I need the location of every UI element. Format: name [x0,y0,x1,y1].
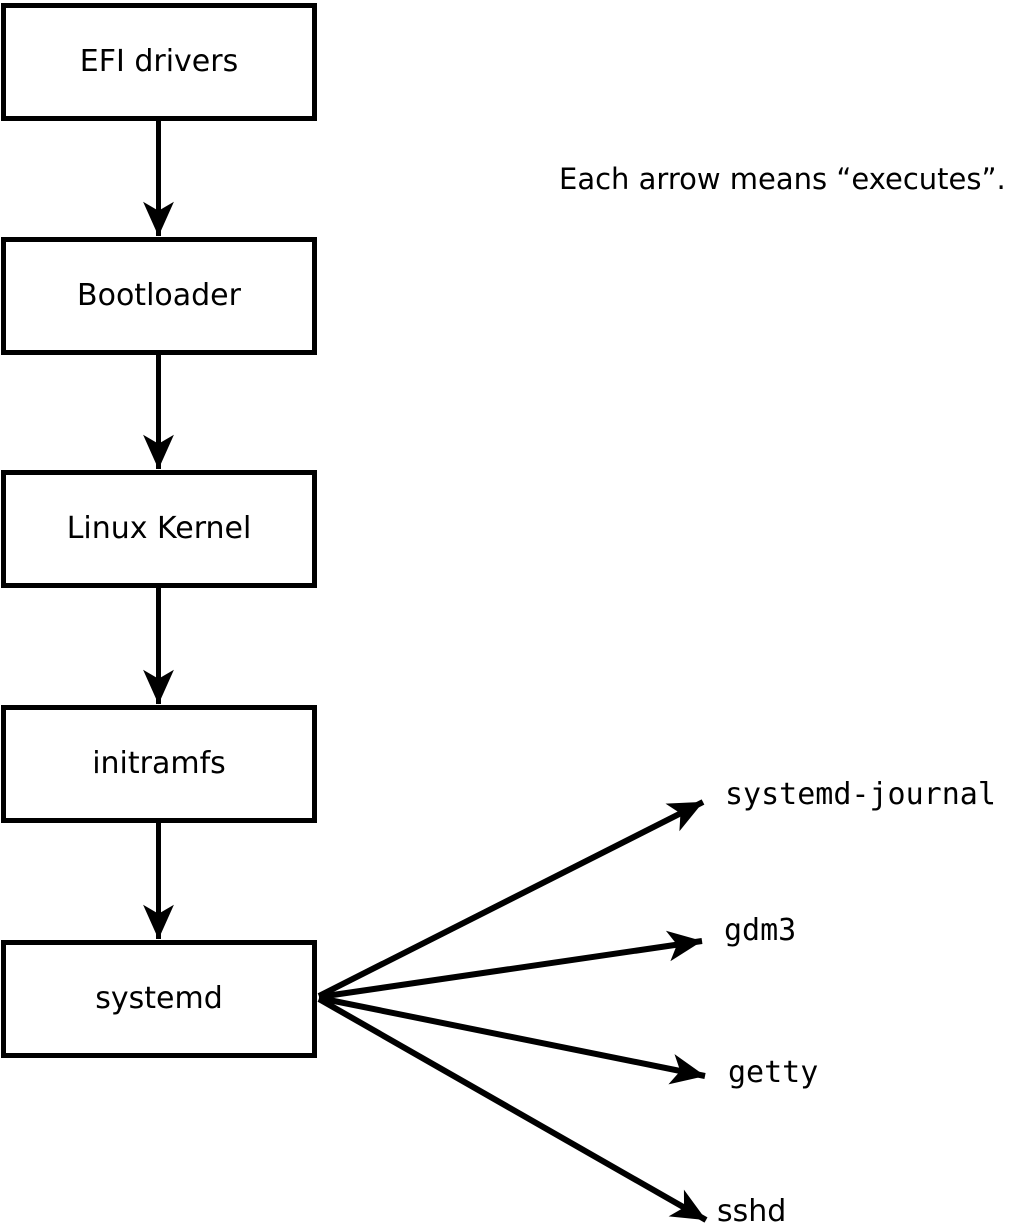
arrow-systemd-to-getty [318,995,706,1085]
box-bootloader: Bootloader [1,237,317,355]
note-arrow-meaning: Each arrow means “executes”. [559,162,1006,196]
arrow-systemd-to-journal [317,799,705,999]
box-linux-kernel-label: Linux Kernel [66,511,252,546]
box-efi-drivers: EFI drivers [1,3,317,121]
box-efi-drivers-label: EFI drivers [79,44,239,79]
label-getty: getty [728,1055,819,1090]
arrow-systemd-to-gdm3 [318,930,703,1000]
box-initramfs-label: initramfs [92,746,226,781]
box-linux-kernel: Linux Kernel [1,470,317,588]
box-systemd-label: systemd [95,981,223,1016]
arrow-systemd-to-sshd [317,996,708,1223]
label-gdm3: gdm3 [724,913,797,948]
box-bootloader-label: Bootloader [77,278,241,313]
label-systemd-journal: systemd-journal [725,777,996,812]
box-initramfs: initramfs [1,705,317,823]
label-sshd: sshd [717,1194,787,1229]
box-systemd: systemd [1,940,317,1058]
